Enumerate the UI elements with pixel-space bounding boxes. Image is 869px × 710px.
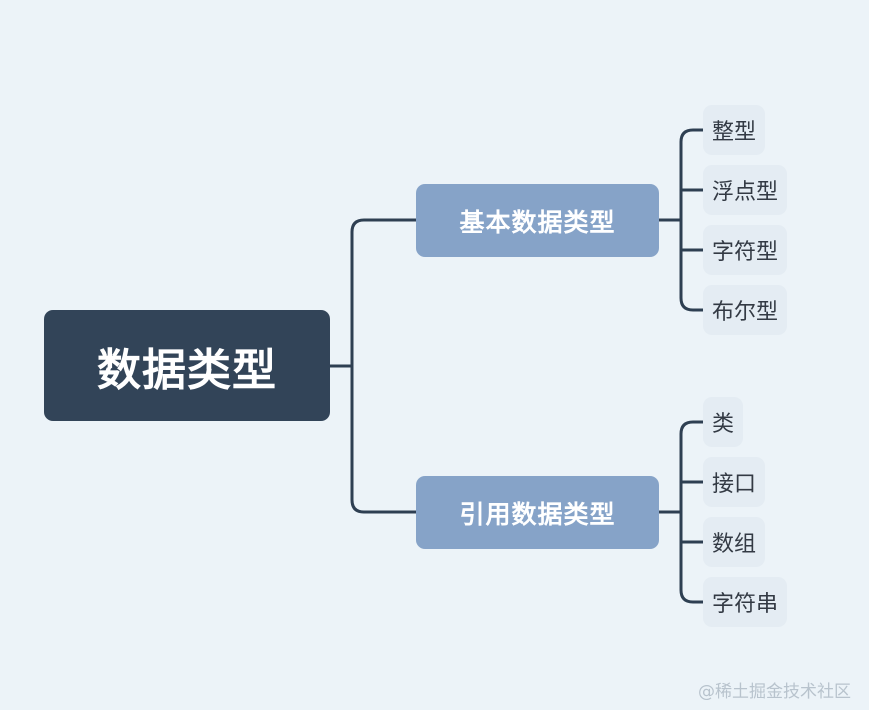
branch-node-reference-types[interactable]: 引用数据类型 (416, 476, 659, 549)
connector-basic-to-bool (679, 218, 705, 312)
leaf-node-boolean[interactable]: 布尔型 (703, 285, 788, 335)
connector-reference-to-class (679, 420, 705, 514)
connector-basic-to-int (679, 128, 705, 222)
root-node-data-types[interactable]: 数据类型 (44, 310, 330, 421)
leaf-node-int[interactable]: 整型 (703, 105, 766, 155)
leaf-node-interface[interactable]: 接口 (703, 457, 766, 507)
leaf-node-char[interactable]: 字符型 (703, 225, 788, 275)
leaf-node-float[interactable]: 浮点型 (703, 165, 788, 215)
leaf-node-string[interactable]: 字符串 (703, 577, 788, 627)
branch-node-basic-types[interactable]: 基本数据类型 (416, 184, 659, 257)
connector-reference-to-string (679, 510, 705, 604)
leaf-node-class[interactable]: 类 (703, 397, 744, 447)
connector-root-to-basic (328, 218, 418, 368)
connector-root-to-reference (350, 364, 418, 514)
watermark-text: @稀土掘金技术社区 (698, 682, 851, 702)
leaf-node-array[interactable]: 数组 (703, 517, 766, 567)
